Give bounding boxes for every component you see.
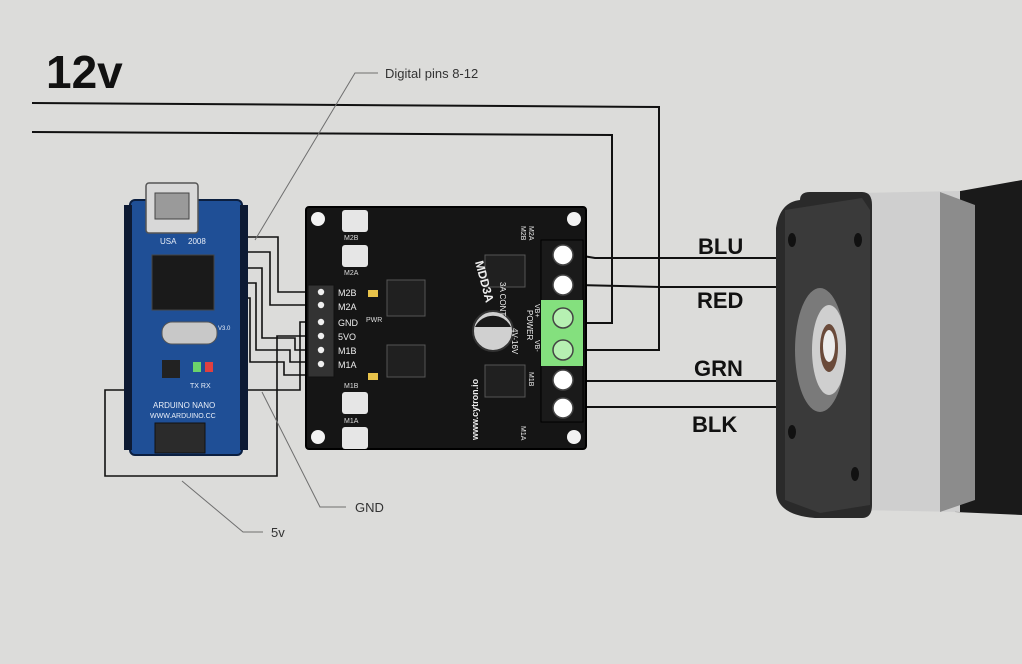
button-m1b xyxy=(342,392,368,414)
driver-ic-3 xyxy=(484,254,526,288)
button-label-m2a: M2A xyxy=(344,270,359,277)
header-label-m1a: M1A xyxy=(338,360,357,370)
title-12v: 12v xyxy=(46,46,123,98)
driver-brand: www.cytron.io xyxy=(470,378,480,441)
label-grn: GRN xyxy=(694,356,743,381)
terminal-label-vbplus: VB+ xyxy=(533,304,540,317)
callout-gnd: GND xyxy=(355,500,384,515)
terminal-label-m1a: M1A xyxy=(519,426,526,441)
usb-port xyxy=(154,192,190,220)
header-label-m2b: M2B xyxy=(338,288,357,298)
button-label-m1a: M1A xyxy=(344,418,359,425)
callout-5v: 5v xyxy=(271,525,285,540)
header-label-m2a: M2A xyxy=(338,302,357,312)
microcontroller-chip xyxy=(151,254,215,311)
terminal-screws xyxy=(552,244,574,419)
motor-shaft xyxy=(823,330,835,362)
mounting-hole xyxy=(311,212,325,226)
motor-screw-hole xyxy=(788,233,796,247)
capacitor-mark xyxy=(475,315,511,327)
button-m2a xyxy=(342,245,368,267)
driver-power: POWER xyxy=(525,310,534,340)
arduino-pin-header-right xyxy=(240,205,248,450)
motor-housing-shade xyxy=(940,192,975,512)
driver-ic-1 xyxy=(386,279,426,317)
mounting-hole xyxy=(311,430,325,444)
motor-screw-hole xyxy=(788,425,796,439)
led-red xyxy=(205,362,213,372)
motor-driver-mdd3a: M2B M2A M1B M1A M2B M2A GND 5VO M1B M1A … xyxy=(305,206,587,450)
smd-led xyxy=(368,373,378,380)
arduino-name: ARDUINO NANO xyxy=(153,401,215,410)
arduino-version: V3.0 xyxy=(218,326,231,332)
input-header-pins xyxy=(317,288,325,368)
supply-wire-bottom xyxy=(31,131,613,324)
driver-voltage: 4V-16V xyxy=(510,328,519,355)
driver-ic-2 xyxy=(386,344,426,378)
pwr-label: PWR xyxy=(366,317,382,324)
button-label-m1b: M1B xyxy=(344,383,359,390)
arduino-year: 2008 xyxy=(188,237,206,246)
crystal-oscillator xyxy=(161,321,218,345)
callout-lines xyxy=(181,72,378,533)
arduino-txrx: TX RX xyxy=(190,383,211,390)
driver-cont: 3A CONT xyxy=(498,282,507,316)
driver-ic-4 xyxy=(484,364,526,398)
wire-blu xyxy=(576,254,780,259)
header-label-5vo: 5VO xyxy=(338,332,356,342)
motor-housing xyxy=(860,191,960,512)
reset-button xyxy=(162,360,180,378)
smd-led xyxy=(368,290,378,297)
arduino-usa: USA xyxy=(160,237,177,246)
motor-screw-hole xyxy=(854,233,862,247)
stepper-motor xyxy=(776,180,1022,518)
wire-red xyxy=(576,284,780,288)
terminal-label-m2b: M2B xyxy=(519,226,526,241)
label-red: RED xyxy=(697,288,743,313)
button-m1a xyxy=(342,427,368,449)
button-m2b xyxy=(342,210,368,232)
arduino-nano: USA 2008 TX RX ARDUINO NANO WWW.ARDUINO.… xyxy=(124,182,248,456)
icsp-header xyxy=(154,422,206,454)
mounting-hole xyxy=(567,212,581,226)
motor-screw-hole xyxy=(851,467,859,481)
label-blk: BLK xyxy=(692,412,737,437)
button-label-m2b: M2B xyxy=(344,235,359,242)
mounting-hole xyxy=(567,430,581,444)
arduino-url: WWW.ARDUINO.CC xyxy=(150,413,216,420)
supply-wire-top xyxy=(31,102,660,351)
header-label-m1b: M1B xyxy=(338,346,357,356)
label-blu: BLU xyxy=(698,234,743,259)
terminal-label-m2a: M2A xyxy=(527,226,534,241)
terminal-label-vbminus: VB- xyxy=(533,340,540,352)
callout-digital-pins: Digital pins 8-12 xyxy=(385,66,478,81)
arduino-pin-header-left xyxy=(124,205,132,450)
header-label-gnd: GND xyxy=(338,318,359,328)
signal-wires xyxy=(104,236,306,477)
led-green xyxy=(193,362,201,372)
terminal-label-m1b: M1B xyxy=(527,372,534,387)
